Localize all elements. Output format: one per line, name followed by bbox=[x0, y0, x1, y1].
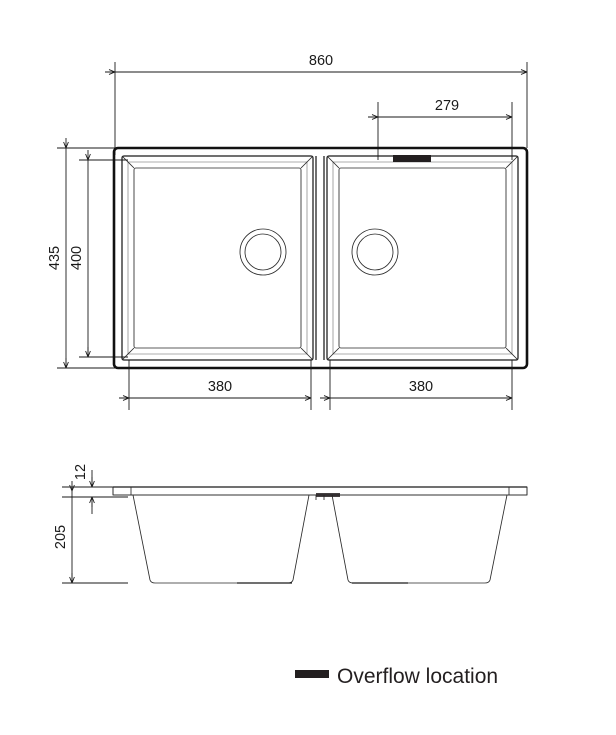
bottom-dimension-extensions bbox=[128, 360, 513, 410]
dimension-380-right-label: 380 bbox=[409, 379, 433, 395]
dimension-205-label: 205 bbox=[53, 525, 69, 549]
dimension-860-extensions bbox=[114, 62, 528, 155]
dimension-435-label: 435 bbox=[47, 246, 63, 270]
left-bowl bbox=[121, 155, 314, 361]
dimension-380-left-label: 380 bbox=[208, 379, 232, 395]
left-bowl-bevel-shading bbox=[127, 161, 308, 355]
section-left-bowl bbox=[132, 494, 310, 584]
overflow-legend-swatch bbox=[295, 670, 329, 678]
centre-divider bbox=[315, 156, 325, 360]
dimension-400-label: 400 bbox=[69, 246, 85, 270]
legend: Overflow location bbox=[295, 665, 498, 688]
left-bowl-drain bbox=[239, 228, 287, 276]
section-right-bowl bbox=[331, 494, 508, 584]
dimension-435: 435 bbox=[47, 138, 69, 369]
dimension-279-label: 279 bbox=[435, 98, 459, 114]
sink-outer-body bbox=[112, 146, 529, 370]
dimension-380-left: 380 bbox=[119, 379, 312, 401]
dimension-860-label: 860 bbox=[309, 53, 333, 69]
dimension-12-label: 12 bbox=[73, 464, 89, 480]
dimension-205: 205 bbox=[53, 481, 128, 584]
vertical-dimension-extensions bbox=[57, 147, 128, 369]
right-bowl-inner bbox=[338, 167, 507, 349]
dimension-400: 400 bbox=[69, 150, 91, 358]
left-bowl-bevel-corners bbox=[121, 155, 314, 361]
plan-view-group: 860 279 435 bbox=[47, 53, 529, 410]
overflow-legend-label: Overflow location bbox=[337, 665, 498, 688]
right-bowl-drain bbox=[351, 228, 399, 276]
right-bowl-bevel-corners bbox=[326, 155, 519, 361]
dimension-279: 279 bbox=[368, 98, 513, 120]
overflow-marker-plan bbox=[393, 155, 431, 162]
section-divider bbox=[315, 493, 340, 500]
left-bowl-inner bbox=[133, 167, 302, 349]
dimension-860: 860 bbox=[105, 53, 528, 75]
dimension-279-extensions bbox=[377, 102, 513, 160]
left-bowl-rim-outer bbox=[121, 155, 314, 361]
section-rim-endcaps bbox=[112, 487, 528, 495]
right-bowl-rim-outer bbox=[326, 155, 519, 361]
dimension-380-right: 380 bbox=[320, 379, 513, 401]
right-bowl bbox=[326, 155, 519, 361]
right-bowl-bevel-shading bbox=[332, 161, 513, 355]
section-view-group: 12 205 bbox=[53, 464, 528, 584]
